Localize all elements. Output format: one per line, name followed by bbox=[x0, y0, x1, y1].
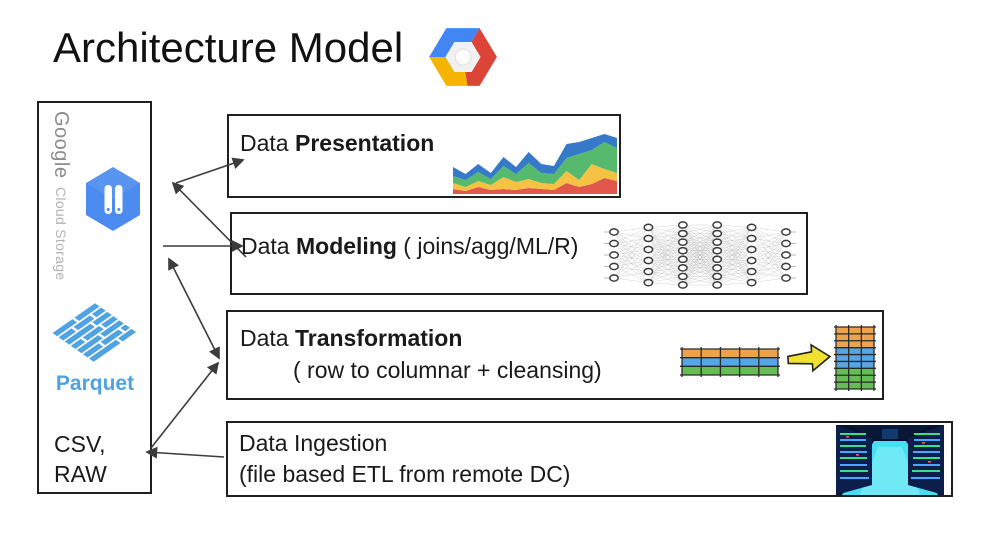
parquet-logo: Parquet bbox=[48, 301, 142, 396]
parquet-label: Parquet bbox=[55, 372, 135, 395]
google-brand-label: Google bbox=[50, 111, 72, 179]
storage-panel: Google Cloud Storage bbox=[37, 101, 152, 494]
cloud-storage-label: Cloud Storage bbox=[53, 186, 69, 281]
parquet-icon bbox=[52, 303, 137, 362]
data-ingestion-subtitle: (file based ETL from remote DC) bbox=[239, 461, 571, 487]
data-presentation-box: Data Presentation bbox=[227, 114, 621, 198]
datacenter-photo bbox=[836, 425, 944, 495]
label-bold: Transformation bbox=[294, 325, 463, 351]
file-formats-label: CSV, RAW bbox=[54, 429, 107, 489]
neural-network-image bbox=[604, 221, 796, 289]
google-cloud-platform-icon bbox=[429, 28, 497, 86]
page-title: Architecture Model bbox=[53, 24, 404, 71]
data-modeling-label: Data Modeling ( joins/agg/ML/R) bbox=[241, 233, 578, 260]
row-to-columnar-image bbox=[680, 325, 876, 391]
data-presentation-label: Data Presentation bbox=[240, 130, 434, 157]
data-modeling-box: Data Modeling ( joins/agg/ML/R) bbox=[230, 212, 808, 295]
data-transformation-label: Data Transformation bbox=[240, 325, 462, 352]
label-bold: Presentation bbox=[294, 130, 435, 156]
label-prefix: Data bbox=[240, 130, 295, 156]
label-suffix: ( joins/agg/ML/R) bbox=[396, 233, 579, 259]
cloud-storage-hexagon-icon bbox=[86, 167, 140, 231]
arrow-storage-transformation bbox=[168, 257, 220, 360]
data-ingestion-label: Data Ingestion bbox=[239, 430, 388, 456]
raw-label: RAW bbox=[54, 461, 107, 487]
data-ingestion-box: Data Ingestion (file based ETL from remo… bbox=[226, 421, 953, 497]
label-prefix: Data bbox=[241, 233, 296, 259]
arrow-ingestion-to-storage bbox=[145, 446, 225, 459]
label-bold: Modeling bbox=[295, 233, 397, 259]
arrow-to-transformation bbox=[150, 361, 220, 449]
data-transformation-box: Data Transformation ( row to columnar + … bbox=[226, 310, 884, 400]
label-prefix: Data bbox=[240, 325, 295, 351]
google-cloud-storage-vertical-label: Google Cloud Storage bbox=[49, 111, 72, 411]
stacked-area-chart bbox=[453, 134, 617, 194]
data-transformation-subtitle: ( row to columnar + cleansing) bbox=[293, 357, 602, 383]
csv-label: CSV, bbox=[54, 431, 106, 457]
